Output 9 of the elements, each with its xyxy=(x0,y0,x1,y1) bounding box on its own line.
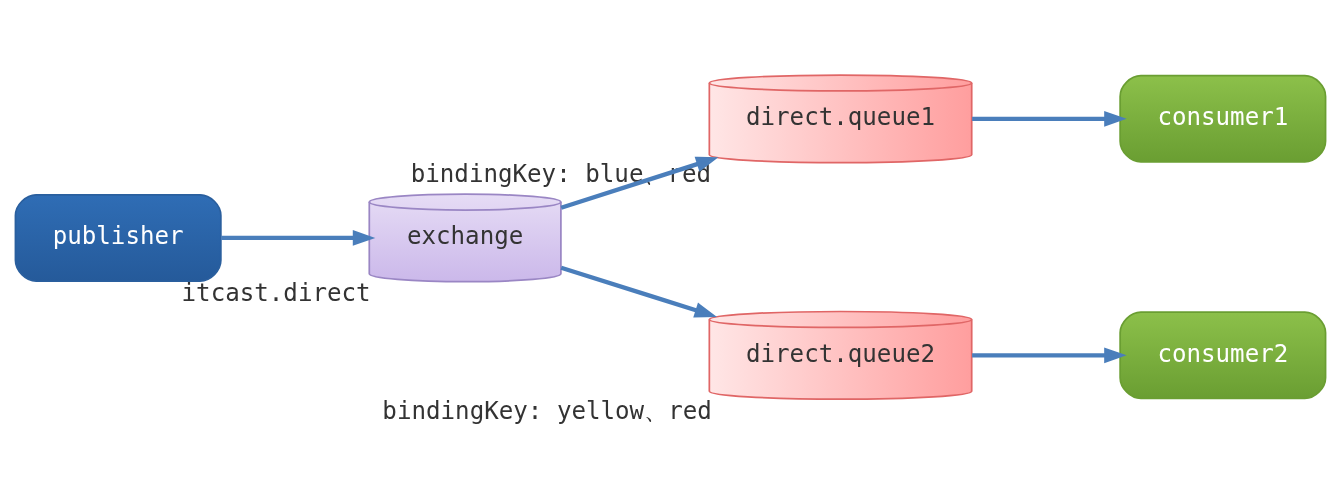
node-box: publisher xyxy=(14,193,222,282)
arrow xyxy=(560,156,719,210)
node-box: consumer2 xyxy=(1119,311,1327,400)
arrow xyxy=(972,110,1127,127)
node-label: itcast.direct xyxy=(181,279,371,308)
arrow xyxy=(972,347,1127,364)
arrow xyxy=(560,265,718,318)
node-box: consumer1 xyxy=(1119,74,1327,163)
arrow xyxy=(221,230,376,246)
